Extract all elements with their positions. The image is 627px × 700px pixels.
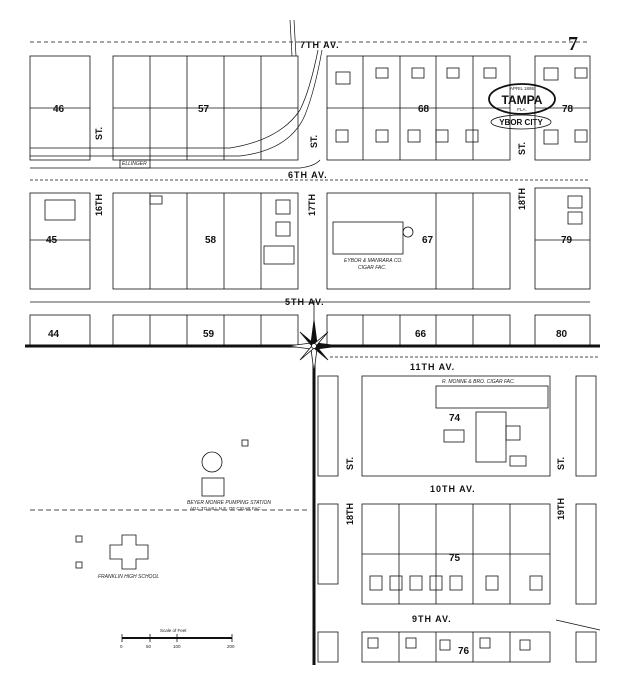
street-label: ST. (517, 142, 527, 155)
railroad-tracks (30, 19, 323, 169)
building-label: BEYER MONRE PUMPING STATION (187, 500, 271, 506)
avenue-label: 7TH AV. (300, 40, 340, 50)
ybor-factory-building (332, 221, 404, 255)
sheet-number: 7 (568, 33, 578, 55)
street-label: 16TH (94, 194, 104, 216)
block-number: 59 (203, 329, 215, 340)
block-number: 58 (205, 235, 217, 246)
scale-tick: 200 (227, 644, 235, 649)
block-number: 45 (46, 235, 58, 246)
street-label: 17TH (307, 194, 317, 216)
block-number: 66 (415, 329, 427, 340)
block-number: 68 (418, 104, 430, 115)
building-label: R. MONNE & BRO. CIGAR FAC. (442, 379, 515, 385)
avenue-label: 6TH AV. (288, 170, 328, 180)
school-building (109, 534, 149, 570)
block-number: 67 (422, 235, 434, 246)
block-79 (534, 187, 591, 290)
block-number: 75 (449, 553, 461, 564)
scale-tick: 100 (173, 644, 181, 649)
building-label: EYBOR & MANRARA CO. (344, 258, 403, 264)
street-label: ST. (556, 457, 566, 470)
block-number: 46 (53, 104, 65, 115)
street-label: ST. (309, 135, 319, 148)
block-number: 78 (562, 104, 574, 115)
block-number: 80 (556, 329, 568, 340)
avenue-label: 5TH AV. (285, 297, 325, 307)
title-date: APRIL 1895 (510, 86, 535, 91)
building-label: ELLINGER (122, 161, 147, 167)
street-label: ST. (94, 127, 104, 140)
scale-tick: 0 (120, 644, 123, 649)
ink-layer (25, 19, 601, 665)
building-label: FRANKLIN HIGH SCHOOL (98, 574, 159, 580)
monne-factory-building (435, 385, 549, 409)
title-state: FLA. (517, 107, 527, 112)
street-label: 18TH (517, 188, 527, 210)
building-label: CIGAR FAC. (358, 265, 386, 271)
block-58 (112, 192, 299, 290)
block-74 (361, 375, 551, 477)
street-label: 19TH (556, 498, 566, 520)
title-district: YBOR CITY (499, 118, 543, 127)
block-45 (29, 192, 91, 290)
block-number: 44 (48, 329, 60, 340)
block-number: 74 (449, 413, 461, 424)
block-67 (326, 192, 511, 290)
block-44 (29, 314, 91, 346)
street-label: ST. (345, 457, 355, 470)
block-number: 57 (198, 104, 210, 115)
scale-label: Scale of Feet (160, 628, 187, 633)
avenue-label: 9TH AV. (412, 614, 452, 624)
depot-building (119, 159, 151, 169)
avenue-label: 11TH AV. (410, 362, 455, 372)
block-76 (361, 631, 551, 663)
street-label: 18TH (345, 503, 355, 525)
title-cartouche (488, 83, 556, 115)
scale-tick: 50 (146, 644, 152, 649)
building-label: ADJ. TO HILL N.E. OF CIGAR FAC. (190, 506, 262, 511)
block-number: 79 (561, 235, 573, 246)
title-city: TAMPA (502, 93, 543, 107)
water-tank (201, 451, 223, 473)
avenue-label: 10TH AV. (430, 484, 476, 494)
block-number: 76 (458, 646, 470, 657)
compass-rose-icon (287, 319, 341, 373)
